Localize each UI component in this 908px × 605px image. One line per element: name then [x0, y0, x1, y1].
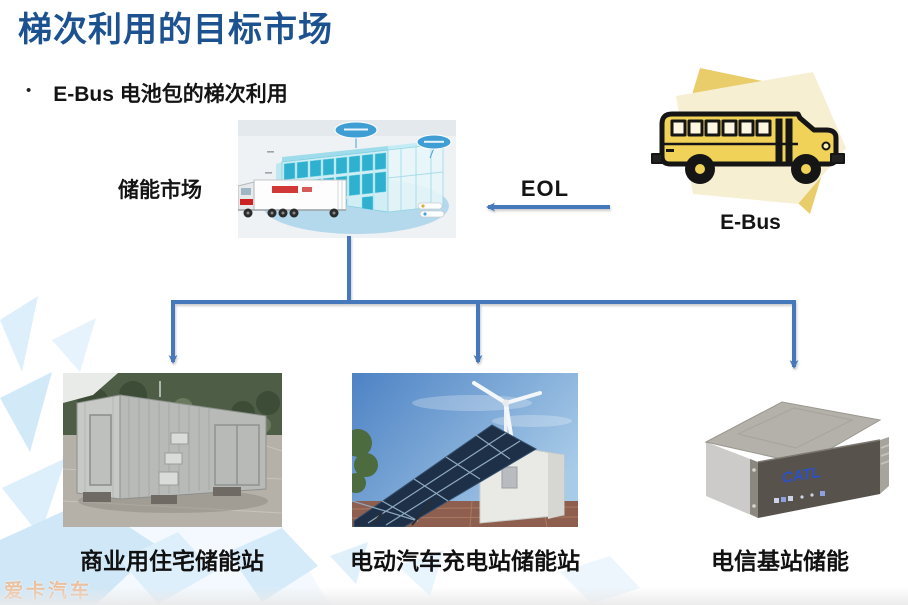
bullet-row: • E-Bus 电池包的梯次利用 [26, 78, 288, 108]
residential-storage-photo [63, 373, 282, 527]
telecom-rack-image: CATL [690, 388, 895, 526]
school-bus-image [651, 68, 846, 214]
flow-connectors [168, 236, 799, 369]
bottom-fade [0, 587, 908, 605]
market-label-ev: 电动汽车充电站储能站 [350, 548, 580, 574]
ev-charging-storage-photo [352, 373, 578, 527]
solar-panel-graphic [352, 424, 538, 527]
eol-arrow [486, 202, 610, 212]
eol-label: EOL [520, 176, 570, 201]
callout-bubbles [334, 121, 452, 159]
market-label-residential: 商业用住宅储能站 [80, 548, 264, 574]
storage-container-illustration [238, 120, 456, 238]
market-label-telecom: 电信基站储能 [711, 548, 849, 574]
rack-logo-text: CATL [781, 464, 822, 487]
bullet-text: E-Bus 电池包的梯次利用 [53, 83, 288, 106]
legend-pills [417, 202, 445, 218]
ebus-label: E-Bus [720, 211, 781, 234]
indicator-lights [774, 491, 825, 503]
delivery-truck-graphic [238, 179, 347, 218]
page-title: 梯次利用的目标市场 [18, 11, 333, 49]
storage-market-label: 储能市场 [118, 179, 202, 202]
bullet-icon: • [26, 82, 32, 99]
